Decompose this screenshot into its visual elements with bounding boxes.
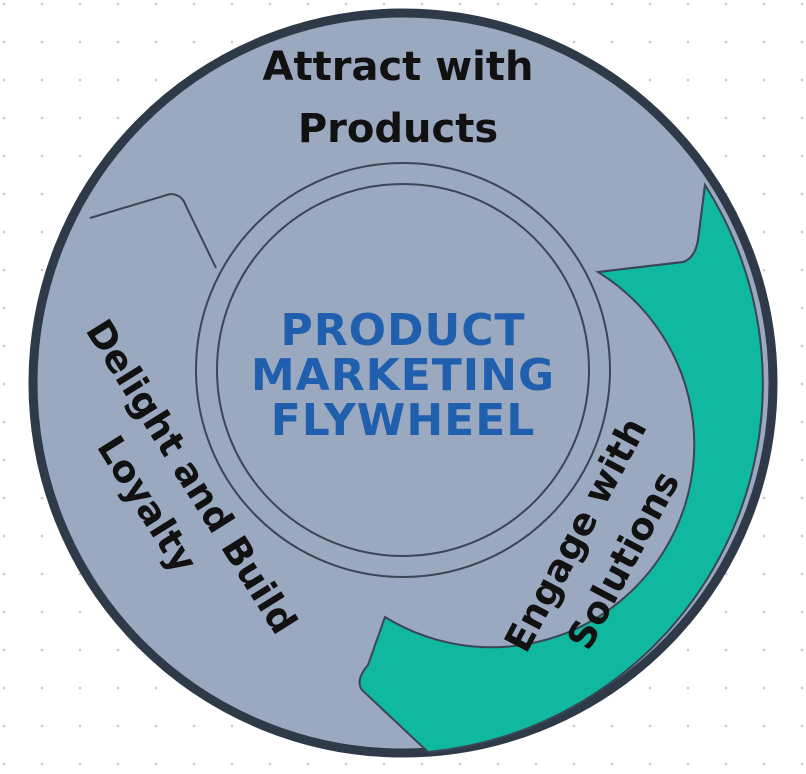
hub-title-line-2: MARKETING bbox=[251, 350, 555, 401]
segment-divider-attract-engage bbox=[597, 184, 706, 273]
segment-divider-attract-delight bbox=[89, 192, 217, 269]
hub-title-line-3: FLYWHEEL bbox=[271, 395, 536, 446]
attract-label-line-1: Attract with bbox=[263, 44, 534, 90]
attract-label-line-2: Products bbox=[298, 106, 498, 152]
hub-circle bbox=[216, 183, 590, 557]
hub-outer-ring bbox=[195, 162, 611, 578]
hub-title-line-1: PRODUCT bbox=[280, 305, 525, 356]
engage-segment bbox=[358, 182, 764, 754]
